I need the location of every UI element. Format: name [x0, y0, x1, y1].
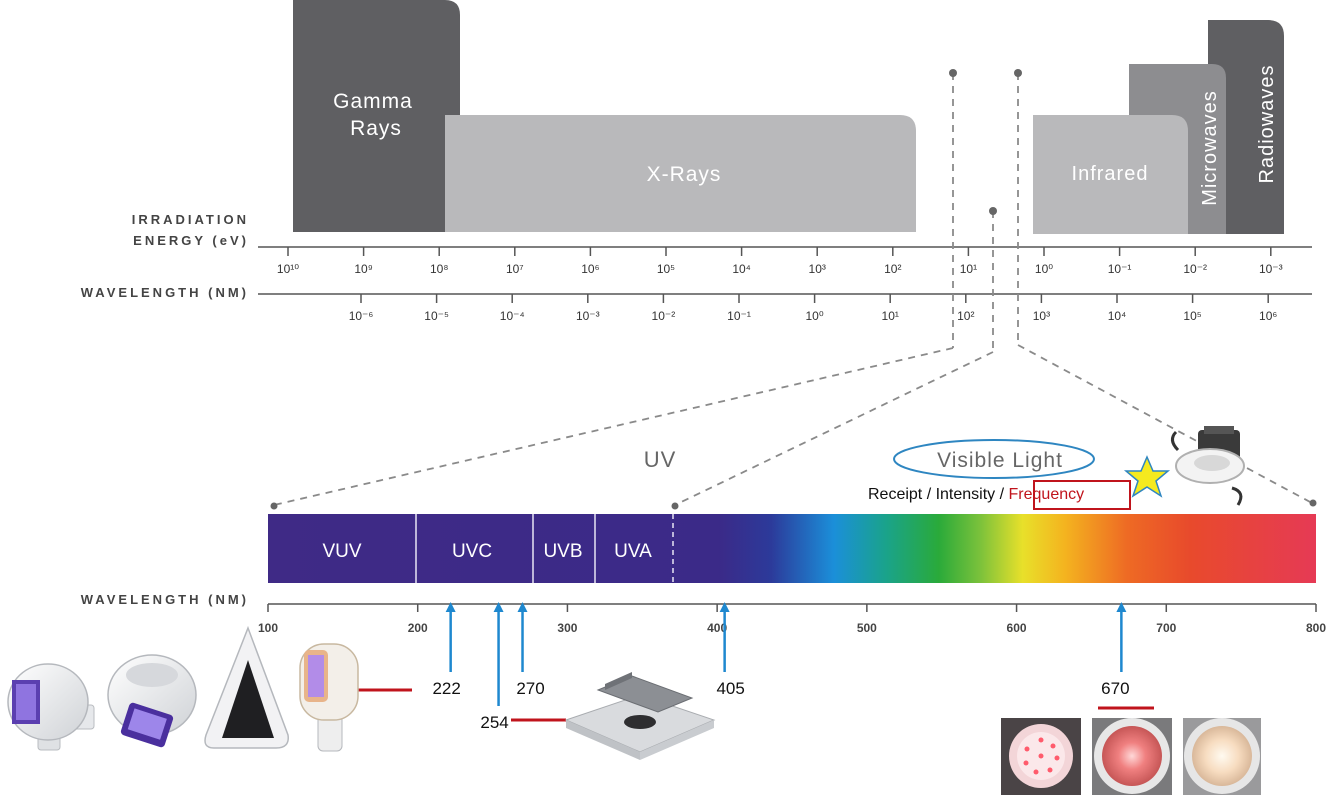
energy-tick-label: 10⁻²	[1183, 262, 1207, 276]
uv-band-dividers	[415, 514, 674, 583]
gamma-label-line2: Rays	[350, 117, 402, 140]
wavelength-log-tick-label: 10⁻⁵	[424, 309, 449, 323]
triangle-uv-device-icon	[204, 625, 289, 749]
marker-label-270: 270	[516, 679, 544, 698]
nm-tick-label: 600	[1007, 621, 1027, 635]
nm-tick-label: 800	[1306, 621, 1326, 635]
nm-tick-label: 300	[557, 621, 577, 635]
marker-label-670: 670	[1101, 679, 1129, 698]
marker-arrow-head	[517, 602, 528, 612]
energy-tick-label: 10⁹	[354, 262, 373, 276]
band-gamma	[293, 0, 460, 232]
marker-label-254: 254	[480, 713, 508, 732]
nm-tick-label: 500	[857, 621, 877, 635]
wavelength-log-tick-label: 10⁻¹	[727, 309, 751, 323]
energy-tick-label: 10²	[884, 262, 901, 276]
xray-label: X-Rays	[647, 163, 722, 186]
microwaves-label: Microwaves	[1199, 90, 1221, 206]
nm-tick-label: 200	[408, 621, 428, 635]
handheld-uv-wand-icon	[299, 643, 359, 752]
energy-tick-label: 10⁷	[506, 262, 524, 276]
wavelength-log-tick-label: 10⁻²	[652, 309, 676, 323]
marker-arrow-head	[493, 602, 504, 612]
warm-glow-light-photo-icon	[1183, 718, 1261, 795]
uv-band-uvc: UVC	[452, 541, 492, 562]
red-glow-light-photo-icon	[1092, 718, 1172, 795]
infrared-label: Infrared	[1072, 163, 1149, 185]
energy-axis-label-line1: IRRADIATION	[132, 212, 249, 227]
wavelength-log-tick-label: 10⁻³	[576, 309, 600, 323]
uv-band-uva: UVA	[614, 541, 652, 562]
energy-tick-label: 10¹	[960, 262, 977, 276]
led-disc-photo-icon	[1001, 718, 1081, 795]
wavelength-log-tick-label: 10²	[957, 309, 974, 323]
radiowaves-label: Radiowaves	[1256, 65, 1278, 184]
energy-tick-label: 10⁻¹	[1108, 262, 1132, 276]
wavelength-log-axis-label: WAVELENGTH (NM)	[81, 285, 249, 300]
nm-tick-label: 100	[258, 621, 278, 635]
marker-label-222: 222	[432, 679, 460, 698]
marker-arrow-head	[445, 602, 456, 612]
marker-arrow-head	[719, 602, 730, 612]
ceiling-uv-fixture-icon	[564, 672, 716, 760]
wavelength-log-tick-label: 10⁻⁴	[500, 309, 525, 323]
energy-tick-label: 10⁰	[1035, 262, 1053, 276]
energy-tick-label: 10³	[809, 262, 826, 276]
wavelength-log-tick-label: 10¹	[882, 309, 899, 323]
band-infrared	[1033, 115, 1188, 234]
energy-axis-ticks: 10¹⁰ 10⁹ 10⁸ 10⁷ 10⁶ 10⁵ 10⁴ 10³ 10² 10¹ 10⁰ 10⁻¹ 10…	[277, 247, 1283, 276]
energy-tick-label: 10⁻³	[1259, 262, 1283, 276]
energy-tick-label: 10⁵	[657, 262, 675, 276]
wavelength-log-axis-ticks: 10⁻⁶ 10⁻⁵ 10⁻⁴ 10⁻³ 10⁻² 10⁻¹ 10⁰ 10¹ 10² 10³ 10⁴ 1…	[349, 294, 1277, 323]
frequency-highlight-box	[1033, 480, 1131, 510]
uv-label: UV	[644, 447, 677, 472]
visible-caption-highlight: Frequency	[1009, 486, 1085, 503]
wavelength-log-tick-label: 10⁰	[806, 309, 824, 323]
marker-label-405: 405	[716, 679, 744, 698]
wavelength-log-tick-label: 10⁵	[1183, 309, 1201, 323]
rotating-uv-module-icon	[107, 654, 197, 748]
gamma-label-line1: Gamma	[333, 90, 413, 113]
energy-tick-label: 10⁴	[732, 262, 751, 276]
wavelength-log-tick-label: 10⁶	[1259, 309, 1277, 323]
uv-band-vuv: VUV	[322, 541, 361, 562]
nm-tick-label: 400	[707, 621, 727, 635]
marker-arrow-head	[1116, 602, 1127, 612]
star-icon	[1123, 455, 1171, 498]
band-xray	[445, 115, 916, 232]
red-lead-lines	[357, 688, 1154, 722]
energy-axis-label-line2: ENERGY (eV)	[133, 233, 249, 248]
visible-light-label: Visible Light	[937, 449, 1063, 472]
connector-dots	[270, 69, 1317, 510]
nm-axis-ticks: 100 200 300 400 500 600 700 800	[258, 604, 1326, 635]
uv-band-uvb: UVB	[543, 541, 582, 562]
visible-light-ellipse	[893, 439, 1095, 479]
wavelength-markers: 222 254 270 405 670	[432, 602, 1130, 732]
nm-axis-label: WAVELENGTH (NM)	[81, 592, 249, 607]
energy-tick-label: 10⁶	[581, 262, 599, 276]
zoom-connectors	[273, 73, 1313, 506]
wavelength-log-tick-label: 10⁻⁶	[349, 309, 374, 323]
energy-tick-label: 10¹⁰	[277, 262, 299, 276]
energy-tick-label: 10⁸	[430, 262, 448, 276]
wavelength-log-tick-label: 10⁴	[1108, 309, 1127, 323]
spectrum-bar	[268, 514, 1316, 583]
band-radiowaves	[1208, 20, 1284, 234]
visible-caption-prefix: Receipt / Intensity /	[868, 486, 1009, 503]
downlight-fixture-icon	[1171, 426, 1245, 506]
visible-caption: Receipt / Intensity / Frequency	[868, 486, 1084, 503]
uv-lamp-icon	[7, 663, 95, 751]
nm-tick-label: 700	[1156, 621, 1176, 635]
wavelength-log-tick-label: 10³	[1033, 309, 1050, 323]
